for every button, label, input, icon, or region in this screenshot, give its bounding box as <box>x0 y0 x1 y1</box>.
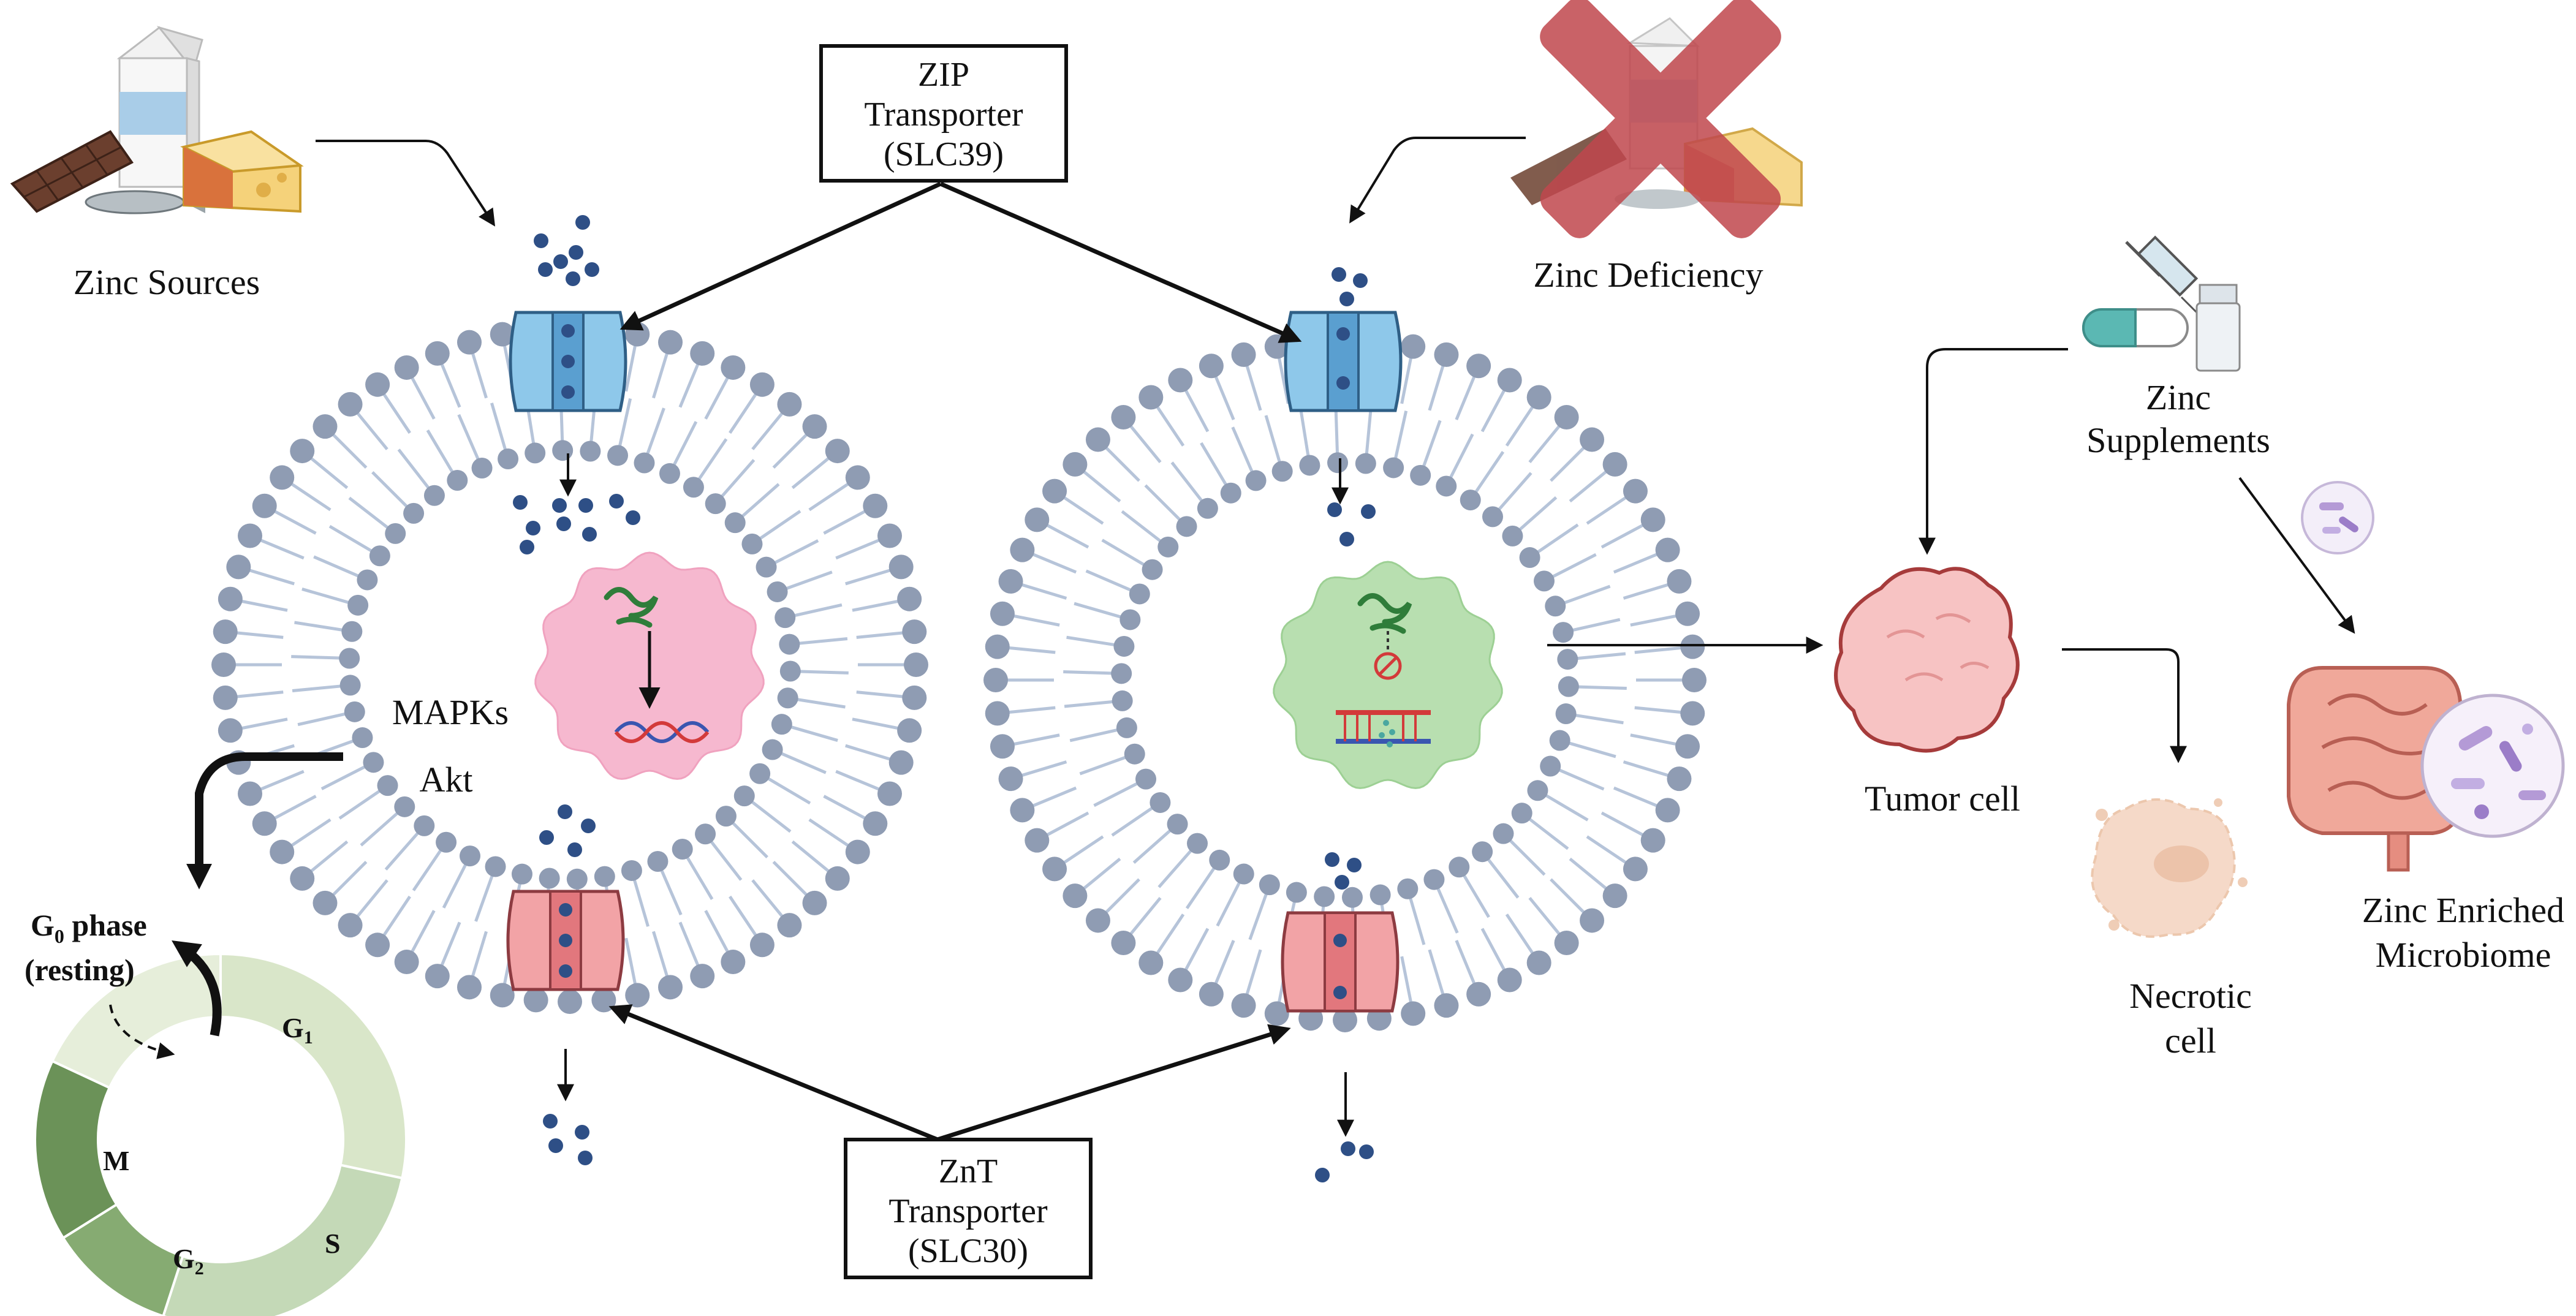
g2-label: G2 <box>173 1243 204 1279</box>
znt-box-line2: Transporter <box>888 1192 1048 1230</box>
microbiome-label-2: Microbiome <box>2376 935 2551 975</box>
s-label: S <box>325 1228 341 1259</box>
milk-carton-icon <box>116 26 203 189</box>
necrotic-cell-icon <box>2091 798 2248 938</box>
zinc-supplements-label-2: Supplements <box>2086 420 2270 460</box>
zip-transporter-box <box>819 44 1068 183</box>
zip-box-line3: (SLC39) <box>884 135 1004 173</box>
inhibit-icon <box>1374 652 1402 680</box>
tumor-cell-icon <box>1834 567 2020 753</box>
connector-arrows <box>186 137 2355 1142</box>
syringe-icon <box>2125 235 2204 320</box>
g0-phase-label: G0 phase <box>31 908 147 947</box>
znt-transporter-box <box>844 1138 1093 1279</box>
g0-entry-arrow <box>109 1004 175 1059</box>
cell-cycle-g0-exit-segment <box>50 952 222 1090</box>
znt-box-line1: ZnT <box>939 1152 998 1190</box>
g1-label: G1 <box>282 1012 313 1048</box>
dna-blocked-icon <box>1336 710 1431 747</box>
chocolate-bar-icon <box>10 130 134 213</box>
intestine-icon <box>2287 666 2565 872</box>
znt-transporter-right <box>1281 911 1400 1013</box>
zinc-sources-label: Zinc Sources <box>74 262 260 302</box>
m-label: M <box>103 1145 129 1176</box>
zinc-sources-food <box>10 26 304 214</box>
cell-cycle-ring <box>34 952 407 1316</box>
znt-box-line3: (SLC30) <box>908 1232 1028 1270</box>
cell-cycle-s-segment <box>162 1163 404 1316</box>
necrotic-cell-label-1: Necrotic <box>2129 976 2252 1016</box>
zip-box-line2: Transporter <box>864 96 1023 134</box>
tumor-cell-label: Tumor cell <box>1865 779 2020 819</box>
nucleus-deficient <box>1273 561 1503 789</box>
red-x-icon <box>1540 0 1781 238</box>
bacteria-icon <box>2301 481 2374 554</box>
nucleus-normal <box>534 551 765 780</box>
zinc-deficiency-food <box>1510 0 1803 238</box>
dna-icon <box>614 721 710 743</box>
g0-resting-label: (resting) <box>25 953 135 987</box>
normal-cell-membrane <box>211 316 928 1014</box>
capsule-icon <box>2082 308 2189 347</box>
zinc-ions <box>513 215 1376 1182</box>
cheese-icon <box>180 130 304 213</box>
zinc-deficiency-label: Zinc Deficiency <box>1533 255 1763 295</box>
zip-box-line1: ZIP <box>918 56 969 94</box>
zinc-supplements-icon <box>2082 235 2241 372</box>
ion-flow-arrows <box>557 453 1354 1137</box>
protein-icon <box>604 587 659 628</box>
vial-icon <box>2195 284 2241 372</box>
necrotic-cell-label-2: cell <box>2165 1021 2216 1061</box>
microbiome-label-1: Zinc Enriched <box>2362 890 2564 930</box>
mapks-label: MAPKs <box>392 692 509 732</box>
cell-cycle-g1-segment <box>219 952 407 1180</box>
g0-exit-arrow <box>172 940 222 1037</box>
akt-label: Akt <box>420 760 473 800</box>
znt-transporter-left <box>506 890 625 991</box>
protein-icon <box>1357 593 1412 634</box>
zip-transporter-left <box>509 311 627 412</box>
zip-transporter-right <box>1284 311 1403 412</box>
zinc-supplements-label-1: Zinc <box>2146 377 2211 417</box>
